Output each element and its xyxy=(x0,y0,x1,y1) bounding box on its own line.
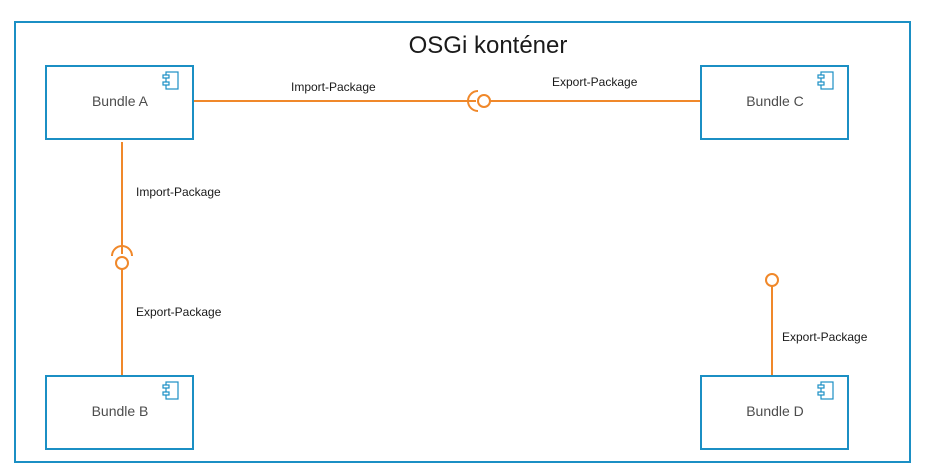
osgi-container xyxy=(14,21,911,463)
provided-interface-b xyxy=(115,256,129,270)
bundle-b[interactable]: Bundle B xyxy=(45,375,194,450)
container-title: OSGi konténer xyxy=(409,32,568,59)
connector-a-b xyxy=(111,142,133,375)
bundle-a[interactable]: Bundle A xyxy=(45,65,194,140)
bundle-d-label: Bundle D xyxy=(746,403,804,419)
component-icon xyxy=(817,381,834,400)
export-label-b: Export-Package xyxy=(136,305,222,319)
connector-a-c xyxy=(193,90,700,112)
bundle-c-label: Bundle C xyxy=(746,93,804,109)
bundle-d[interactable]: Bundle D xyxy=(700,375,849,450)
bundle-b-label: Bundle B xyxy=(92,403,149,419)
import-label-a-b: Import-Package xyxy=(136,185,221,199)
component-icon xyxy=(162,71,179,90)
connector-d xyxy=(765,273,779,377)
export-label-c: Export-Package xyxy=(552,75,638,89)
required-socket-a-b xyxy=(111,245,133,257)
import-label-a-c: Import-Package xyxy=(291,80,376,94)
bundle-c[interactable]: Bundle C xyxy=(700,65,849,140)
component-icon xyxy=(817,71,834,90)
provided-interface-c xyxy=(477,94,491,108)
component-icon xyxy=(162,381,179,400)
required-socket-a-c xyxy=(467,90,479,112)
bundle-a-label: Bundle A xyxy=(92,93,149,109)
provided-interface-d xyxy=(765,273,779,287)
export-label-d: Export-Package xyxy=(782,330,868,344)
